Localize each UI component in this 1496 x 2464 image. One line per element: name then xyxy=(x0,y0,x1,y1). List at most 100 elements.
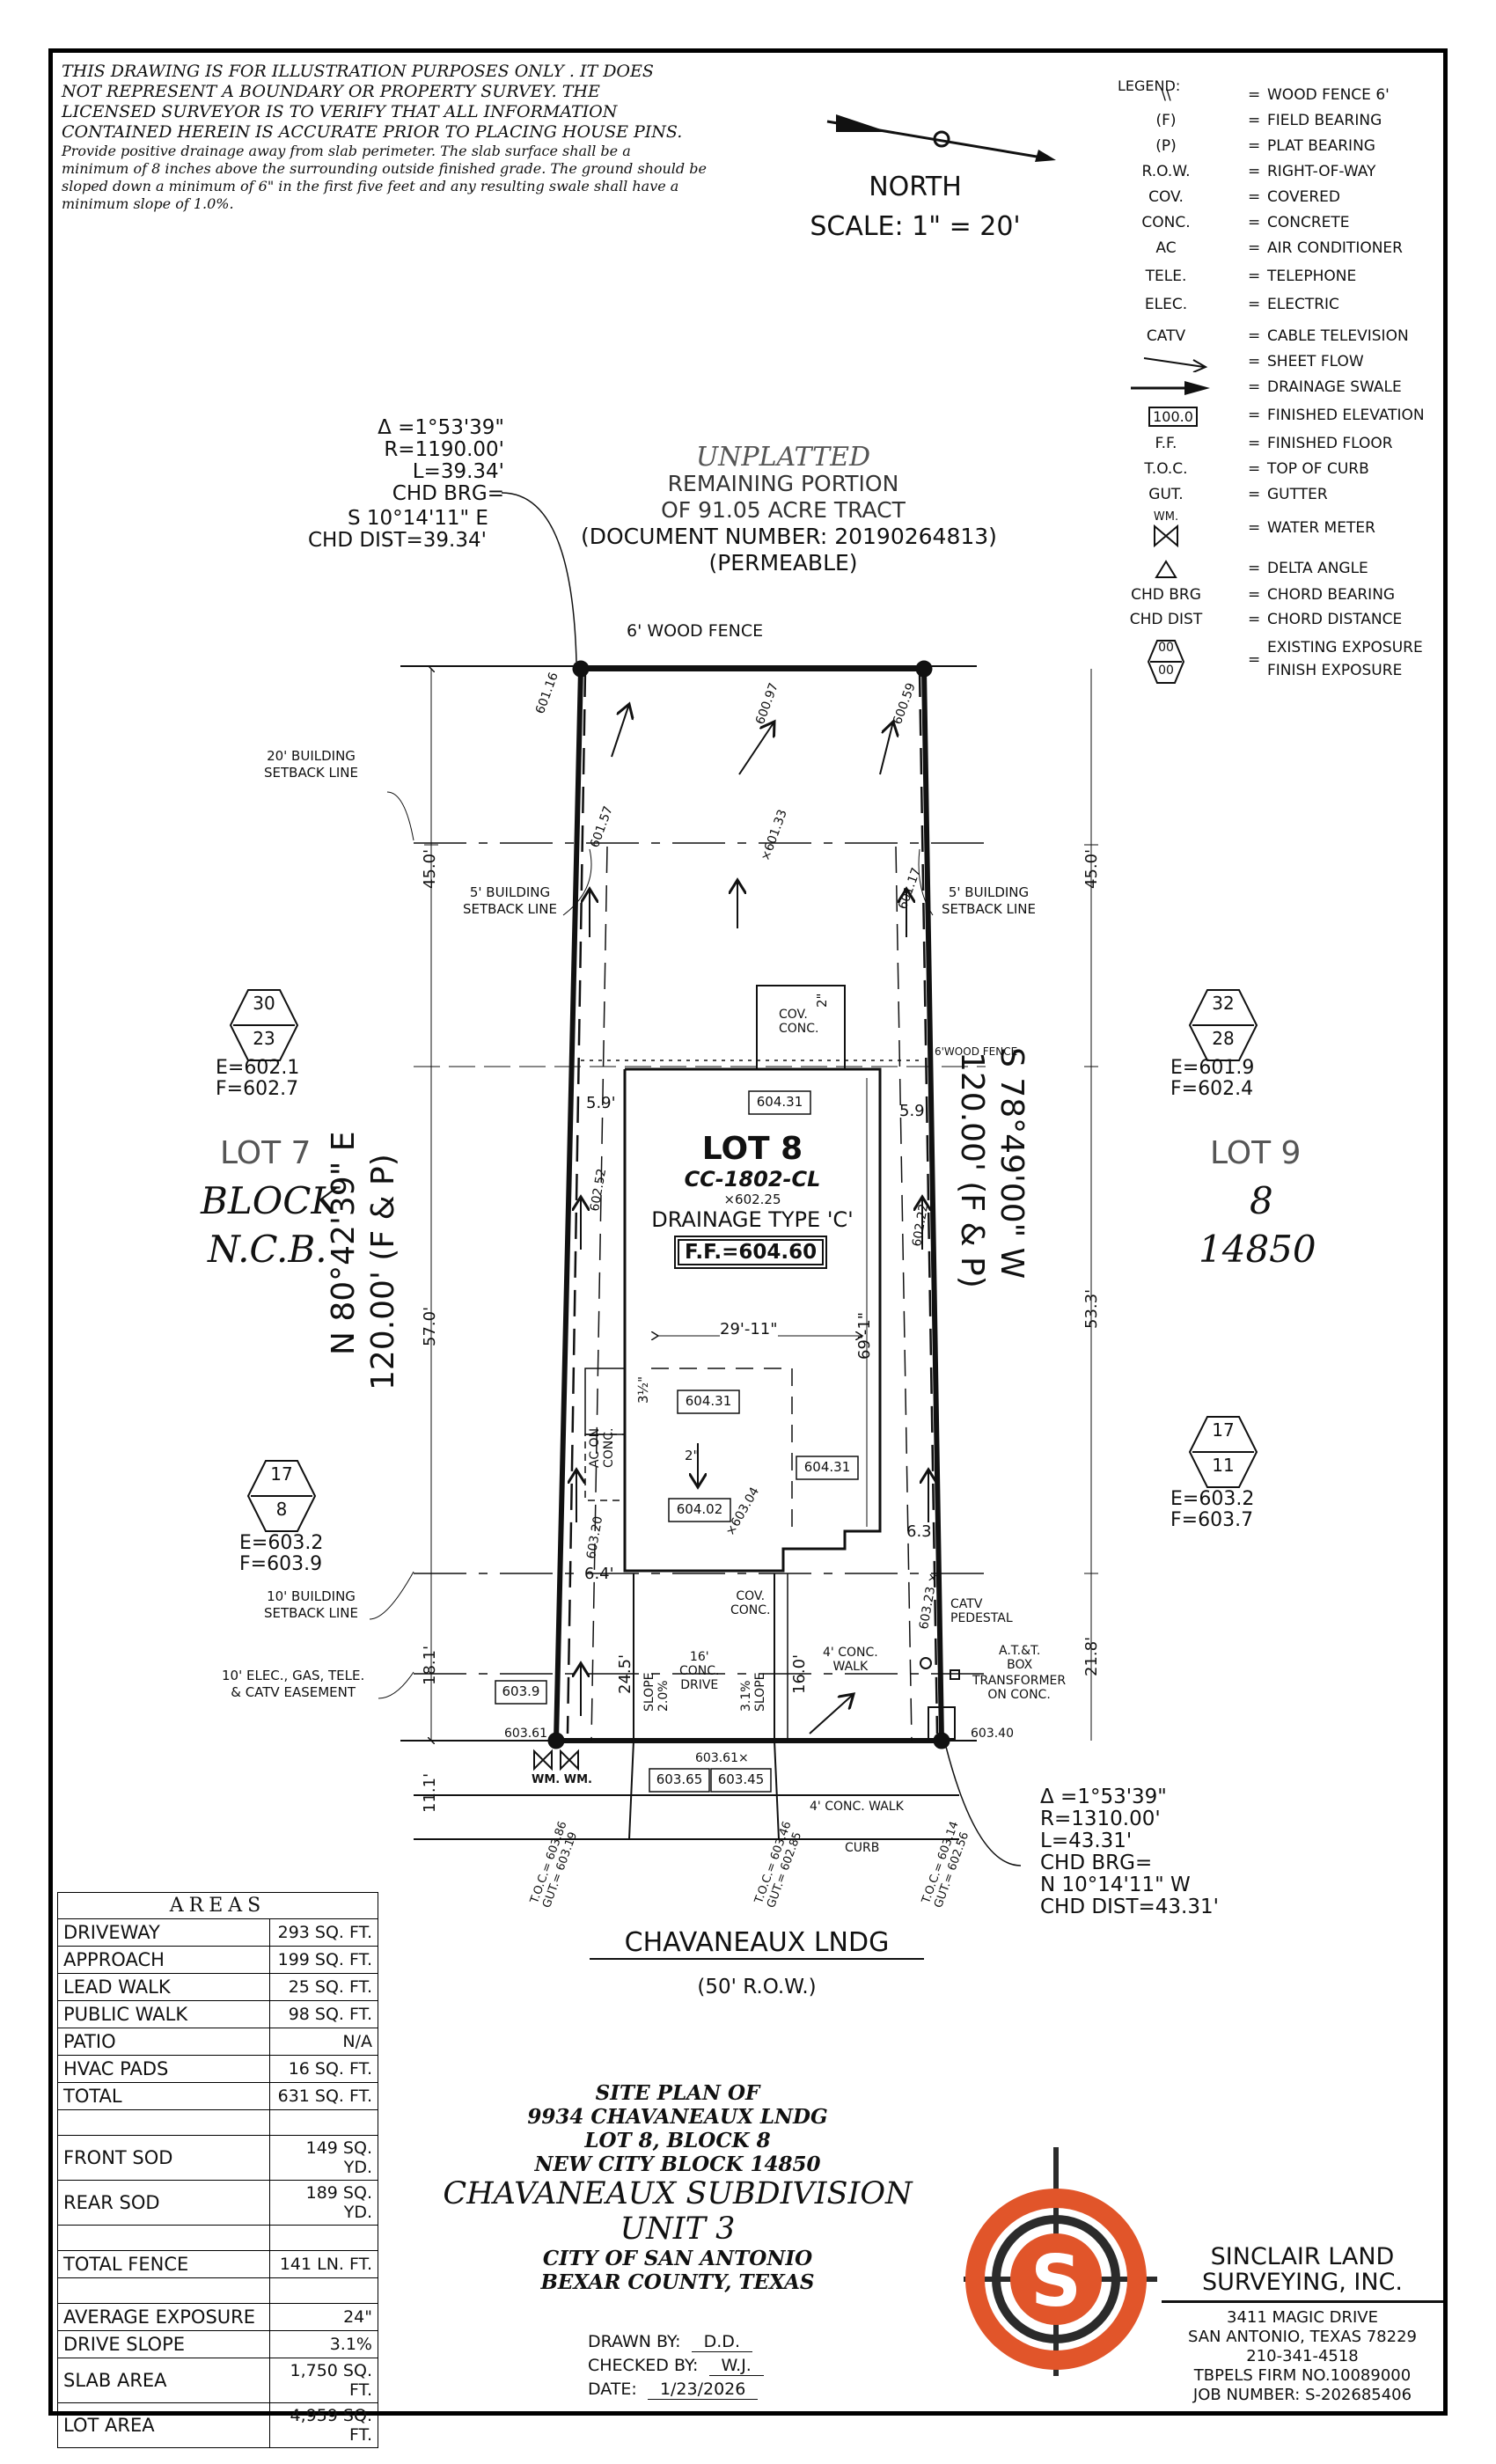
slope-2-top-label: 2" xyxy=(814,993,830,1008)
walk-label: 4' CONC.WALK xyxy=(823,1646,878,1674)
disclaimer-line: LICENSED SURVEYOR IS TO VERIFY THAT ALL … xyxy=(62,102,618,121)
dim-69-1: 69'-1" xyxy=(855,1311,874,1360)
elev-box-603-65: 603.65 xyxy=(656,1771,703,1787)
company-logo-icon: S xyxy=(964,2147,1157,2376)
distance-right: 120.00' (F & P) xyxy=(954,1052,990,1288)
dim-45-left: 45.0' xyxy=(421,848,439,889)
logo-letter: S xyxy=(1030,2240,1082,2322)
disclaimer-line: NOT REPRESENT A BOUNDARY OR PROPERTY SUR… xyxy=(62,82,600,101)
block-label: BLOCK xyxy=(201,1179,339,1222)
exposure-lot7-top-b: 23 xyxy=(253,1028,275,1049)
water-meter-icon xyxy=(1154,524,1178,547)
distance-left: 120.00' (F & P) xyxy=(365,1154,401,1390)
disclaimer-line: CONTAINED HEREIN IS ACCURATE PRIOR TO PL… xyxy=(62,122,683,142)
easement-label: 10' ELEC., GAS, TELE.& CATV EASEMENT xyxy=(222,1668,365,1700)
legend-title: LEGEND: xyxy=(1118,77,1181,94)
wood-fence-mid-label: 6'WOOD FENCE xyxy=(935,1045,1018,1058)
disclaimer-line: THIS DRAWING IS FOR ILLUSTRATION PURPOSE… xyxy=(62,62,654,81)
public-walk-label: 4' CONC. WALK xyxy=(810,1800,904,1814)
company-block: SINCLAIR LAND SURVEYING, INC. 3411 MAGIC… xyxy=(1162,2244,1443,2405)
right-of-way: (50' R.O.W.) xyxy=(697,1976,817,1998)
elev-603-61x: 603.61× xyxy=(695,1751,749,1765)
table-row xyxy=(57,2109,378,2136)
curve-data-bottom: Δ =1°53'39" R=1310.00' L=43.31' CHD BRG=… xyxy=(1040,1786,1219,1918)
dim-24-5: 24.5' xyxy=(616,1654,634,1694)
dim-21-8: 21.8' xyxy=(1082,1636,1101,1676)
curve-data-top: Δ =1°53'39" R=1190.00' L=39.34' CHD BRG= xyxy=(378,416,504,505)
elev-box-604-02: 604.02 xyxy=(676,1501,723,1517)
finished-floor-label: F.F.=604.60 xyxy=(673,1236,828,1269)
curve-top-chord-distance: CHD DIST=39.34' xyxy=(308,529,487,552)
table-row xyxy=(57,2225,378,2251)
exposure-hexagon-icon xyxy=(1147,640,1185,684)
dim-6-3: 6.3' xyxy=(906,1522,936,1541)
dim-57: 57.0' xyxy=(421,1306,439,1346)
elev-603-61: 603.61 xyxy=(504,1727,547,1741)
elev-603-40: 603.40 xyxy=(971,1727,1014,1741)
elev-box-604-31: 604.31 xyxy=(756,1094,803,1110)
slope-2-label: 2" xyxy=(685,1448,700,1463)
exposure-lot7-bottom-b: 8 xyxy=(275,1499,288,1520)
drainage-note-line: minimum of 8 inches above the surroundin… xyxy=(62,160,707,177)
exposure-lot9-top-b: 28 xyxy=(1212,1028,1235,1049)
drainage-note-line: sloped down a minimum of 6" in the first… xyxy=(62,178,679,194)
elev-box-603-45: 603.45 xyxy=(717,1771,765,1787)
sheet-flow-icon xyxy=(1143,357,1208,372)
slope-3-5-label: 3½" xyxy=(635,1376,651,1404)
exposure-lot7-top-a: 30 xyxy=(253,993,275,1014)
cov-conc-bottom: COV.CONC. xyxy=(730,1589,771,1617)
north-arrow-icon xyxy=(826,114,1056,162)
unplatted-note: UNPLATTED REMAINING PORTION OF 91.05 ACR… xyxy=(581,442,997,576)
bearing-right: S 78°49'00" W xyxy=(994,1047,1030,1280)
dim-11-1: 11.1' xyxy=(421,1772,439,1813)
dim-53-3: 53.3' xyxy=(1082,1288,1101,1329)
drainage-swale-icon xyxy=(1131,381,1210,395)
exposure-lot9-bottom-a: 17 xyxy=(1212,1419,1235,1441)
drawing-sheet-border xyxy=(48,48,1448,2416)
lot-9-label: LOT 9 xyxy=(1210,1135,1302,1171)
lot-7-label: LOT 7 xyxy=(220,1135,312,1171)
bearing-left: N 80°42'39" E xyxy=(326,1131,362,1355)
north-label: NORTH xyxy=(869,172,962,202)
dim-16: 16.0' xyxy=(790,1654,809,1694)
ncb-label: N.C.B. xyxy=(208,1228,327,1271)
elev-box-604-31: 604.31 xyxy=(685,1393,732,1409)
drive-label: 16'CONC.DRIVE xyxy=(679,1650,720,1692)
table-row xyxy=(57,2277,378,2304)
scale-label: SCALE: 1" = 20' xyxy=(810,211,1021,242)
curve-top-chord-bearing: S 10°14'11" E xyxy=(348,507,488,530)
elev-box-603-9: 603.9 xyxy=(502,1683,540,1699)
exposure-lot9-bottom-b: 11 xyxy=(1212,1455,1235,1476)
slope-right-label: 3.1%SLOPE xyxy=(739,1672,767,1712)
drawn-checked-date: DRAWN BY: D.D. CHECKED BY: W.J. DATE: 1/… xyxy=(588,2330,764,2402)
block-number: 8 xyxy=(1250,1179,1273,1222)
disclaimer-notes: THIS DRAWING IS FOR ILLUSTRATION PURPOSE… xyxy=(62,62,730,213)
exposure-lot7-bottom-a: 17 xyxy=(270,1463,293,1485)
street-underline xyxy=(590,1958,924,1960)
exposure-lot9-top-a: 32 xyxy=(1212,993,1235,1014)
